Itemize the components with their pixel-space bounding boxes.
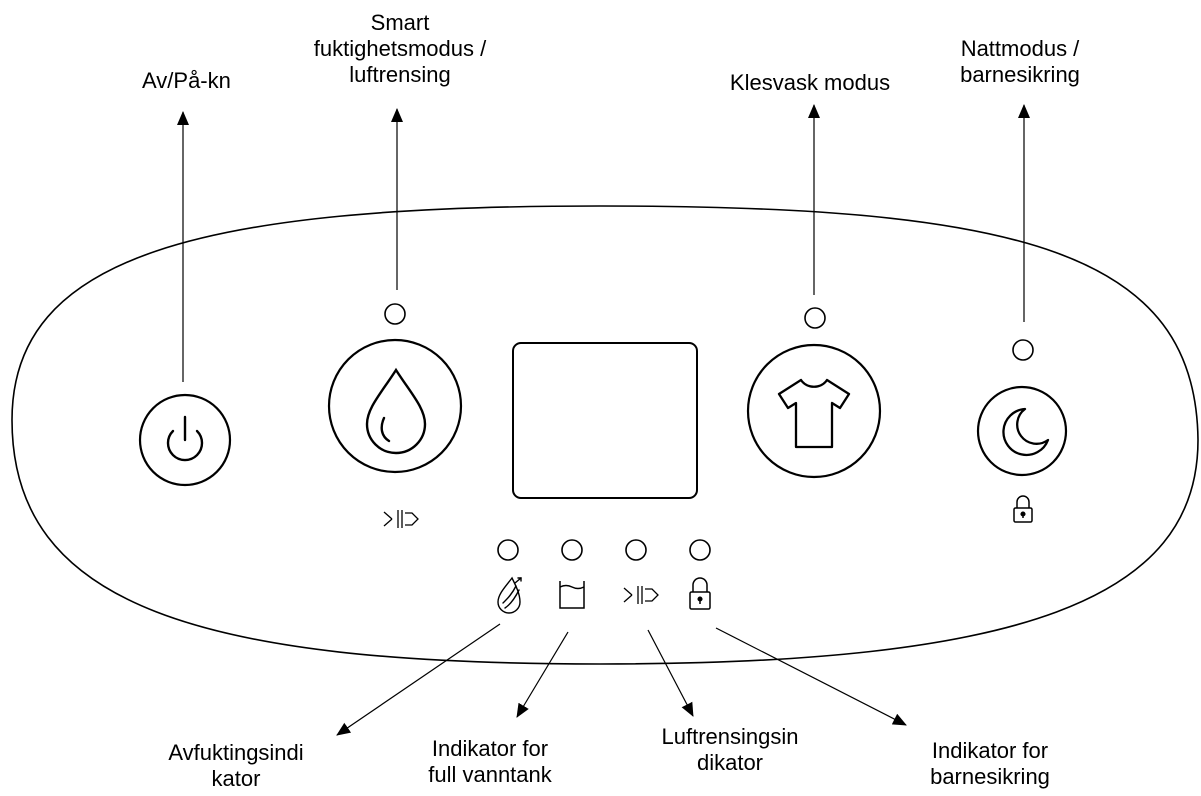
dehumid-callout-arrow [336, 623, 501, 736]
tank-callout-arrow [516, 631, 569, 718]
night-label-line-2: barnesikring [960, 62, 1080, 87]
purify-indicator-led [625, 539, 647, 561]
laundry-button[interactable] [746, 343, 882, 479]
smart-humidity-label-line-3: luftrensing [349, 62, 451, 87]
laundry-led [804, 307, 826, 329]
lock-indicator-icon [689, 577, 711, 610]
lock-callout-arrow [715, 627, 907, 726]
purify-indicator-icon [623, 586, 659, 604]
padlock-icon [1013, 495, 1033, 523]
tank-indicator-label-line-1: Indikator for [431, 736, 549, 761]
water-drop-icon [365, 367, 427, 455]
dehumid-indicator-label-line-1: Avfuktingsindi [168, 740, 304, 765]
power-button[interactable] [138, 393, 232, 487]
power-icon [166, 415, 204, 462]
lock-indicator-led [689, 539, 711, 561]
water-tank-icon [559, 581, 585, 609]
purify-indicator-label-line-1: Luftrensingsin [661, 724, 799, 749]
air-purify-icon [383, 510, 419, 528]
moon-icon [1002, 407, 1050, 457]
smart-humidity-button[interactable] [327, 338, 463, 474]
display-window [512, 342, 698, 499]
purify-indicator-label-line-2: dikator [696, 750, 764, 775]
laundry-label: Klesvask modus [660, 70, 960, 96]
night-label-line-1: Nattmodus / [960, 36, 1080, 61]
tank-indicator-label: Indikator for full vanntank [390, 736, 590, 788]
dehumid-indicator-label: Avfuktingsindi kator [126, 740, 346, 792]
laundry-label-line-1: Klesvask modus [729, 70, 891, 95]
dehumid-indicator-led [497, 539, 519, 561]
purify-indicator-label: Luftrensingsin dikator [630, 724, 830, 776]
lock-indicator-label-line-1: Indikator for [931, 738, 1049, 763]
night-label: Nattmodus / barnesikring [900, 36, 1140, 88]
smart-humidity-label-line-1: Smart [370, 10, 430, 35]
night-mode-led [1012, 339, 1034, 361]
t-shirt-icon [777, 378, 851, 449]
tank-indicator-led [561, 539, 583, 561]
smart-humidity-led [384, 303, 406, 325]
tank-indicator-label-line-2: full vanntank [428, 762, 552, 787]
smart-humidity-label: Smart fuktighetsmodus / luftrensing [300, 10, 500, 98]
lock-indicator-label: Indikator for barnesikring [880, 738, 1100, 790]
night-mode-button[interactable] [976, 385, 1068, 477]
power-label-line-1: Av/På-kn [142, 68, 231, 93]
purify-callout-arrow [647, 629, 694, 717]
lock-indicator-label-line-2: barnesikring [930, 764, 1050, 789]
smart-humidity-label-line-2: fuktighetsmodus / [313, 36, 487, 61]
panel-outline [11, 205, 1199, 665]
dehumid-indicator-label-line-2: kator [211, 766, 261, 791]
power-label: Av/På-kn [142, 68, 250, 96]
dehumidify-icon [497, 576, 522, 614]
